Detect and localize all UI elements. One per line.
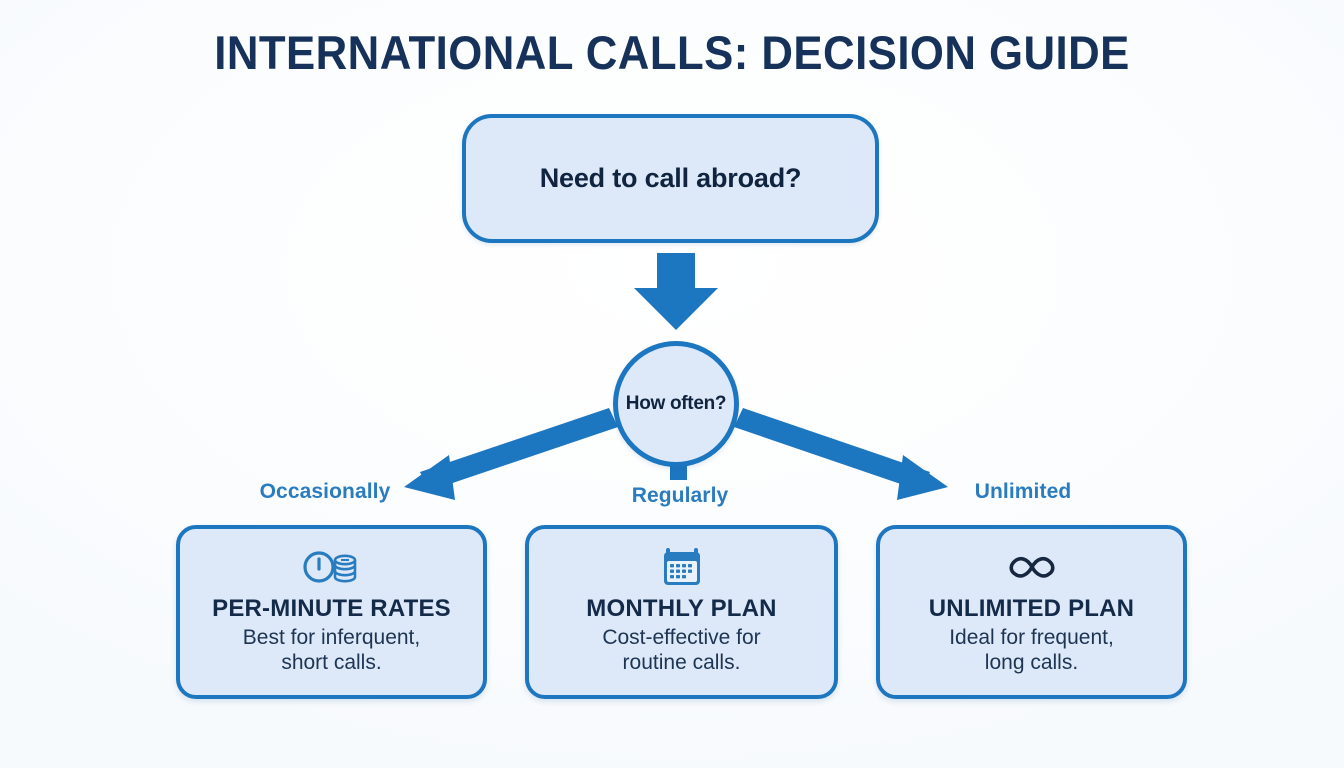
- option-card-desc-line1: Ideal for frequent,: [949, 626, 1114, 649]
- arrow-branch-regularly: [670, 466, 687, 480]
- decision-node[interactable]: How often?: [613, 341, 739, 467]
- infinity-icon: [1002, 546, 1062, 588]
- option-card-desc-line1: Cost-effective for: [602, 626, 761, 649]
- start-node[interactable]: Need to call abroad?: [462, 114, 879, 243]
- option-card-desc-line2: routine calls.: [622, 651, 741, 674]
- arrow-branch-occasionally: [404, 408, 618, 500]
- start-node-label: Need to call abroad?: [539, 163, 802, 193]
- option-card-desc-line2: long calls.: [984, 651, 1079, 674]
- arrow-branch-unlimited: [734, 408, 948, 500]
- branch-label-occasionally: Occasionally: [259, 480, 391, 503]
- decision-node-label: How often?: [625, 393, 727, 414]
- clock-coins-icon: [300, 546, 364, 588]
- option-card-title: MONTHLY PLAN: [586, 595, 777, 622]
- option-card-title: UNLIMITED PLAN: [928, 595, 1135, 622]
- option-card-desc-line1: Best for inferquent,: [242, 626, 421, 649]
- option-card-description: Cost-effective for routine calls.: [602, 625, 760, 675]
- option-card-description: Ideal for frequent, long calls.: [949, 625, 1114, 675]
- arrow-start-to-decision: [634, 253, 718, 330]
- option-card-desc-line2: short calls.: [281, 651, 382, 674]
- branch-label-regularly: Regularly: [631, 484, 729, 507]
- option-card-unlimited[interactable]: UNLIMITED PLAN Ideal for frequent, long …: [876, 525, 1187, 699]
- option-card-description: Best for inferquent, short calls.: [243, 625, 420, 675]
- option-card-monthly[interactable]: MONTHLY PLAN Cost-effective for routine …: [525, 525, 838, 699]
- page-title: INTERNATIONAL CALLS: DECISION GUIDE: [214, 26, 1130, 79]
- option-card-per-minute[interactable]: PER-MINUTE RATES Best for inferquent, sh…: [176, 525, 487, 699]
- calendar-icon: [661, 546, 703, 588]
- branch-label-unlimited: Unlimited: [974, 480, 1072, 503]
- option-card-title: PER-MINUTE RATES: [212, 595, 451, 622]
